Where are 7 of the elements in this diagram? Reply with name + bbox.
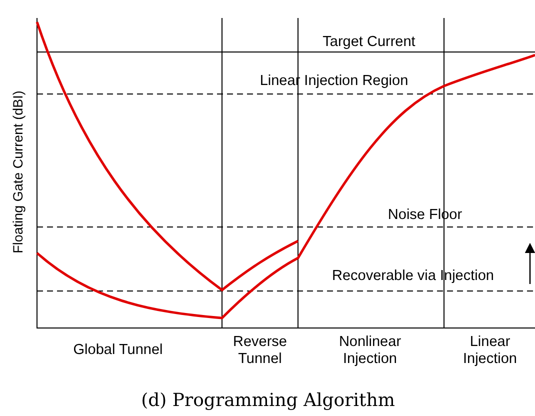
caption: (d) Programming Algorithm	[141, 392, 395, 409]
phase-label: Global Tunnel	[73, 342, 163, 359]
curve-label: Target Current	[322, 34, 416, 51]
axis-label: Floating Gate Current (dBI)	[10, 90, 26, 254]
phase-label: Nonlinear Injection	[338, 334, 402, 368]
phase-label: Reverse Tunnel	[232, 334, 288, 368]
phase-label: Linear Injection	[462, 334, 518, 368]
